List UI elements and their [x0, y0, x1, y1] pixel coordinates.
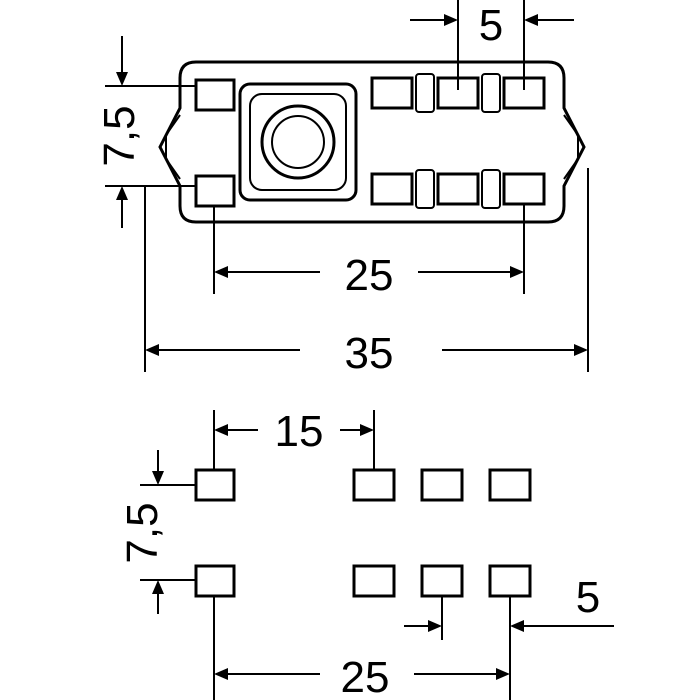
center-socket-outer	[238, 82, 358, 202]
center-socket-ring-inner	[271, 115, 325, 169]
label-top-row-spacing: 7,5	[95, 105, 144, 166]
dim-top-pin-span: 25	[213, 204, 525, 300]
center-socket-inner	[249, 93, 347, 191]
top-separator-upper-1	[415, 73, 435, 113]
pad-lower-3	[420, 564, 464, 598]
pad-upper-2	[352, 468, 396, 502]
bottom-view: 15 7,5 5 25	[118, 407, 614, 700]
pad-lower-4	[488, 564, 532, 598]
pad-lower-2	[352, 564, 396, 598]
dim-top-overall-width: 35	[144, 168, 589, 378]
label-bottom-group-offset: 15	[275, 407, 324, 456]
left-latch	[165, 114, 181, 180]
top-separator-lower-2	[481, 169, 501, 209]
top-separator-upper-2	[481, 73, 501, 113]
top-terminal-left-upper	[194, 78, 236, 112]
dim-top-pitch-5: 5	[410, 0, 574, 90]
dim-bottom-pitch-5: 5	[404, 573, 614, 700]
label-bottom-pin-span: 25	[341, 653, 390, 700]
top-terminal-left-lower	[194, 174, 236, 208]
top-view: 5 7,5 25	[95, 0, 589, 378]
right-latch	[563, 114, 579, 180]
label-bottom-row-spacing: 7,5	[118, 502, 167, 563]
top-contact-lower-2	[436, 172, 480, 206]
top-separator-lower-1	[415, 169, 435, 209]
label-top-pin-span: 25	[345, 251, 394, 300]
label-top-pitch: 5	[479, 1, 503, 50]
label-bottom-pitch: 5	[576, 573, 600, 622]
label-top-overall-width: 35	[345, 329, 394, 378]
top-contact-upper-1	[370, 76, 414, 110]
top-contact-lower-1	[370, 172, 414, 206]
center-socket-ring-outer	[260, 104, 336, 180]
socket-body-outline	[158, 60, 586, 224]
dim-bottom-pin-span: 25	[213, 596, 510, 700]
top-contact-lower-3	[502, 172, 546, 206]
pad-upper-1	[194, 468, 236, 502]
pad-lower-1	[194, 564, 236, 598]
dim-bottom-row-spacing: 7,5	[118, 450, 196, 614]
pad-upper-4	[488, 468, 532, 502]
dim-bottom-group-offset: 15	[213, 407, 375, 470]
dim-top-row-spacing: 7,5	[95, 36, 196, 228]
pad-upper-3	[420, 468, 464, 502]
